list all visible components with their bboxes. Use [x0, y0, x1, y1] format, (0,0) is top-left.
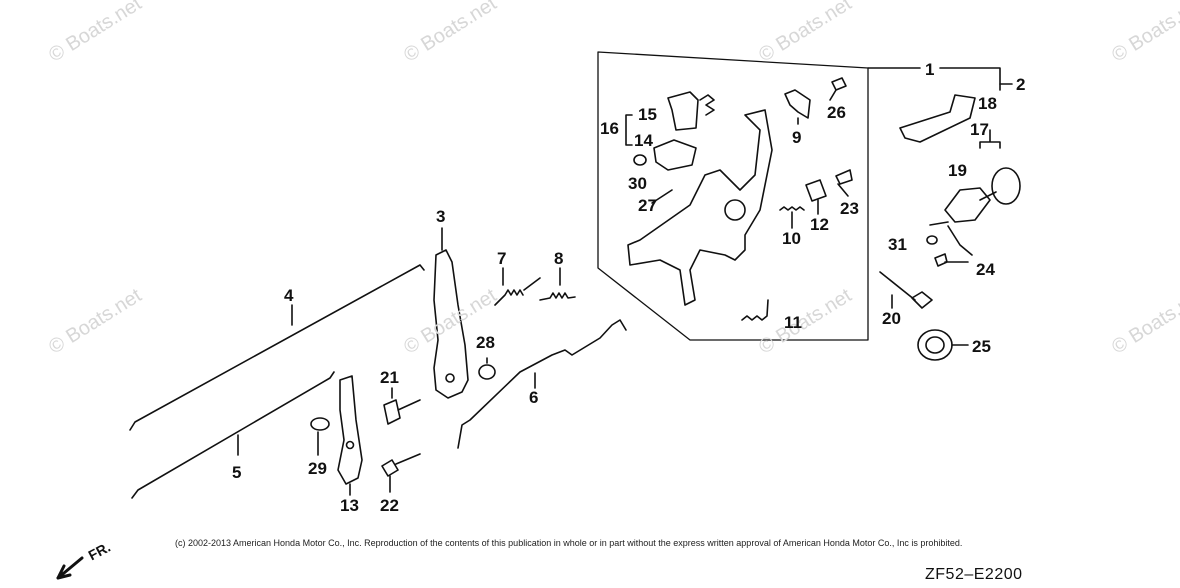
lever-3 — [433, 249, 469, 399]
rod-5 — [131, 371, 335, 499]
callout-31[interactable]: 31 — [888, 235, 907, 254]
callout-17[interactable]: 17 — [970, 120, 989, 139]
rod-4 — [129, 264, 425, 431]
plate-18 — [899, 94, 976, 143]
nut-28 — [478, 364, 496, 380]
callout-26[interactable]: 26 — [827, 103, 846, 122]
control-pivot — [724, 199, 746, 221]
part-15 — [667, 91, 715, 131]
callout-13[interactable]: 13 — [340, 496, 359, 515]
bolt-21 — [383, 399, 421, 425]
callout-10[interactable]: 10 — [782, 229, 801, 248]
callout-28[interactable]: 28 — [476, 333, 495, 352]
washer-30 — [633, 154, 647, 166]
callout-2[interactable]: 2 — [1016, 75, 1026, 94]
callout-22[interactable]: 22 — [380, 496, 399, 515]
part-14 — [653, 139, 697, 171]
callout-1[interactable]: 1 — [925, 60, 935, 79]
screw-24 — [934, 253, 969, 267]
washer-29 — [310, 417, 330, 431]
callout-14[interactable]: 14 — [634, 131, 653, 150]
callout-19[interactable]: 19 — [948, 161, 967, 180]
callout-8[interactable]: 8 — [554, 249, 564, 268]
rod-6 — [457, 319, 627, 449]
callout-15[interactable]: 15 — [638, 105, 657, 124]
collar-12 — [805, 179, 827, 202]
bracket-16 — [625, 114, 633, 146]
bracket-9 — [784, 89, 811, 119]
spring-11 — [741, 299, 769, 321]
callout-27[interactable]: 27 — [638, 196, 657, 215]
bolt-26 — [829, 77, 847, 101]
callout-3[interactable]: 3 — [436, 207, 446, 226]
callout-6[interactable]: 6 — [529, 388, 539, 407]
lever-13 — [337, 375, 363, 485]
callout-18[interactable]: 18 — [978, 94, 997, 113]
clamp-25 — [917, 329, 953, 361]
bolt-20 — [879, 271, 933, 309]
lever-3-hole — [445, 373, 455, 383]
copyright-notice: (c) 2002-2013 American Honda Motor Co., … — [175, 538, 963, 548]
callout-23[interactable]: 23 — [840, 199, 859, 218]
callout-20[interactable]: 20 — [882, 309, 901, 328]
callout-11[interactable]: 11 — [784, 313, 802, 332]
callout-24[interactable]: 24 — [976, 260, 995, 279]
callout-7[interactable]: 7 — [497, 249, 507, 268]
spring-10 — [779, 206, 805, 211]
diagram-code: ZF52–E2200 — [925, 566, 1023, 583]
leader-27 — [651, 189, 673, 204]
callout-16[interactable]: 16 — [600, 119, 619, 138]
leader-1 — [867, 67, 1001, 91]
spring-8 — [539, 292, 576, 301]
fr-arrow — [56, 556, 84, 580]
washer-31 — [926, 235, 938, 245]
bolt-23 — [835, 169, 853, 197]
callout-5[interactable]: 5 — [232, 463, 242, 482]
bolt-22 — [381, 453, 421, 477]
callout-4[interactable]: 4 — [284, 286, 294, 305]
callout-21[interactable]: 21 — [380, 368, 399, 387]
callout-12[interactable]: 12 — [810, 215, 829, 234]
control-base — [627, 109, 773, 306]
callout-29[interactable]: 29 — [308, 459, 327, 478]
callout-25[interactable]: 25 — [972, 337, 991, 356]
bracket-17 — [979, 129, 1001, 149]
switch-19 — [944, 187, 991, 223]
spring-7 — [494, 277, 541, 306]
callout-9[interactable]: 9 — [792, 128, 802, 147]
callout-30[interactable]: 30 — [628, 174, 647, 193]
grommet-17 — [991, 167, 1021, 205]
assembly-outline — [597, 51, 869, 341]
